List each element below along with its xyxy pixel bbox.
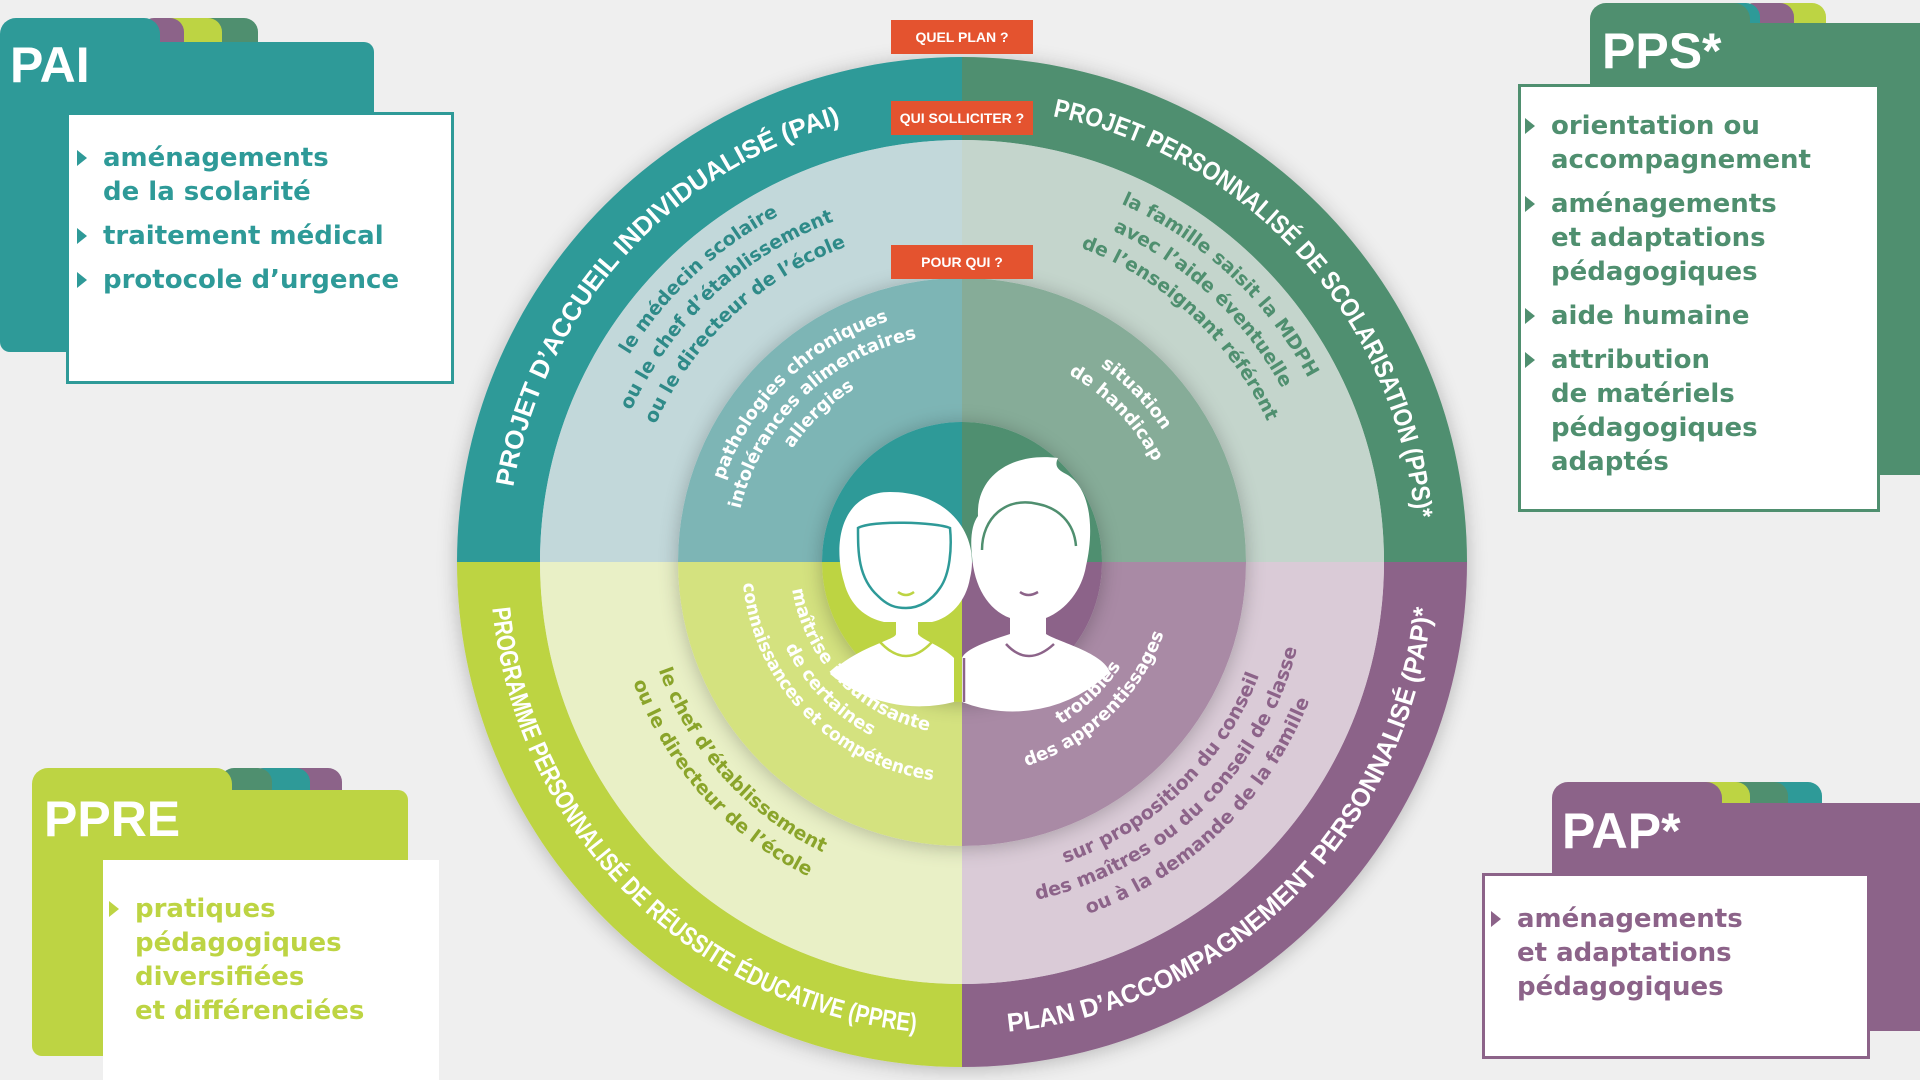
card-pai: PAI aménagements de la scolarité traiteme… xyxy=(0,0,460,400)
bullet-arrow-icon xyxy=(1525,118,1535,134)
badge-qui-solliciter: QUI SOLLICITER ? xyxy=(891,101,1033,135)
card-box-ppre: pratiques pédagogiques diversifiées et d… xyxy=(103,860,439,1080)
card-pap: PAP* aménagements et adaptations pédagog… xyxy=(1470,770,1920,1080)
inner-ring-pap xyxy=(962,562,1246,846)
bullet-arrow-icon xyxy=(109,901,119,917)
middle-ring-ppre xyxy=(540,562,962,984)
card-pps: PPS* orientation ou accompagnement aménag… xyxy=(1500,0,1920,520)
bullet-arrow-icon xyxy=(77,228,87,244)
card-box-pap: aménagements et adaptations pédagogiques xyxy=(1482,873,1870,1059)
outer-ring-ppre xyxy=(457,562,962,1067)
card-item: orientation ou accompagnement xyxy=(1525,109,1877,177)
bullet-arrow-icon xyxy=(1491,911,1501,927)
inner-ring-pps xyxy=(962,278,1246,562)
middle-ring-pai xyxy=(540,140,962,562)
card-item: protocole d’urgence xyxy=(77,263,451,297)
middle-ring-pps xyxy=(962,140,1384,562)
card-item: aménagements et adaptations pédagogiques xyxy=(1525,187,1877,289)
card-item: aménagements de la scolarité xyxy=(77,141,451,209)
bullet-arrow-icon xyxy=(1525,308,1535,324)
card-item: attribution de matériels pédagogiques ad… xyxy=(1525,343,1877,479)
two-children-icon xyxy=(830,457,1110,712)
card-ppre: PPRE pratiques pédagogiques diversifiées… xyxy=(0,740,460,1080)
bullet-arrow-icon xyxy=(77,272,87,288)
card-item-text: pratiques pédagogiques diversifiées et d… xyxy=(135,894,365,1026)
inner-ring-ppre xyxy=(678,562,962,846)
bullet-arrow-icon xyxy=(1525,196,1535,212)
badge-pour-qui: POUR QUI ? xyxy=(891,245,1033,279)
card-item-text: aide humaine xyxy=(1551,301,1750,331)
bullet-arrow-icon xyxy=(77,150,87,166)
card-item-text: aménagements et adaptations pédagogiques xyxy=(1551,189,1777,287)
card-box-pai: aménagements de la scolarité traitement m… xyxy=(66,112,454,384)
card-code-pap: PAP* xyxy=(1562,803,1681,859)
card-code-ppre: PPRE xyxy=(44,791,181,847)
card-item-text: protocole d’urgence xyxy=(103,265,400,295)
bullet-arrow-icon xyxy=(1525,352,1535,368)
card-item: aide humaine xyxy=(1525,299,1877,333)
outer-ring-pap xyxy=(962,562,1467,1067)
card-code-pai: PAI xyxy=(10,37,90,93)
middle-ring-pap xyxy=(962,562,1384,984)
card-box-pps: orientation ou accompagnement aménagement… xyxy=(1518,84,1880,512)
card-item: aménagements et adaptations pédagogiques xyxy=(1491,902,1867,1004)
card-item-text: aménagements et adaptations pédagogiques xyxy=(1517,904,1743,1002)
card-item-text: orientation ou accompagnement xyxy=(1551,111,1811,175)
card-item-text: traitement médical xyxy=(103,221,384,251)
inner-ring-pai xyxy=(678,278,962,562)
badge-quel-plan: QUEL PLAN ? xyxy=(891,20,1033,54)
card-item: pratiques pédagogiques diversifiées et d… xyxy=(109,892,439,1028)
card-item: traitement médical xyxy=(77,219,451,253)
card-item-text: attribution de matériels pédagogiques ad… xyxy=(1551,345,1758,477)
card-item-text: aménagements de la scolarité xyxy=(103,143,329,207)
card-code-pps: PPS* xyxy=(1602,23,1722,79)
